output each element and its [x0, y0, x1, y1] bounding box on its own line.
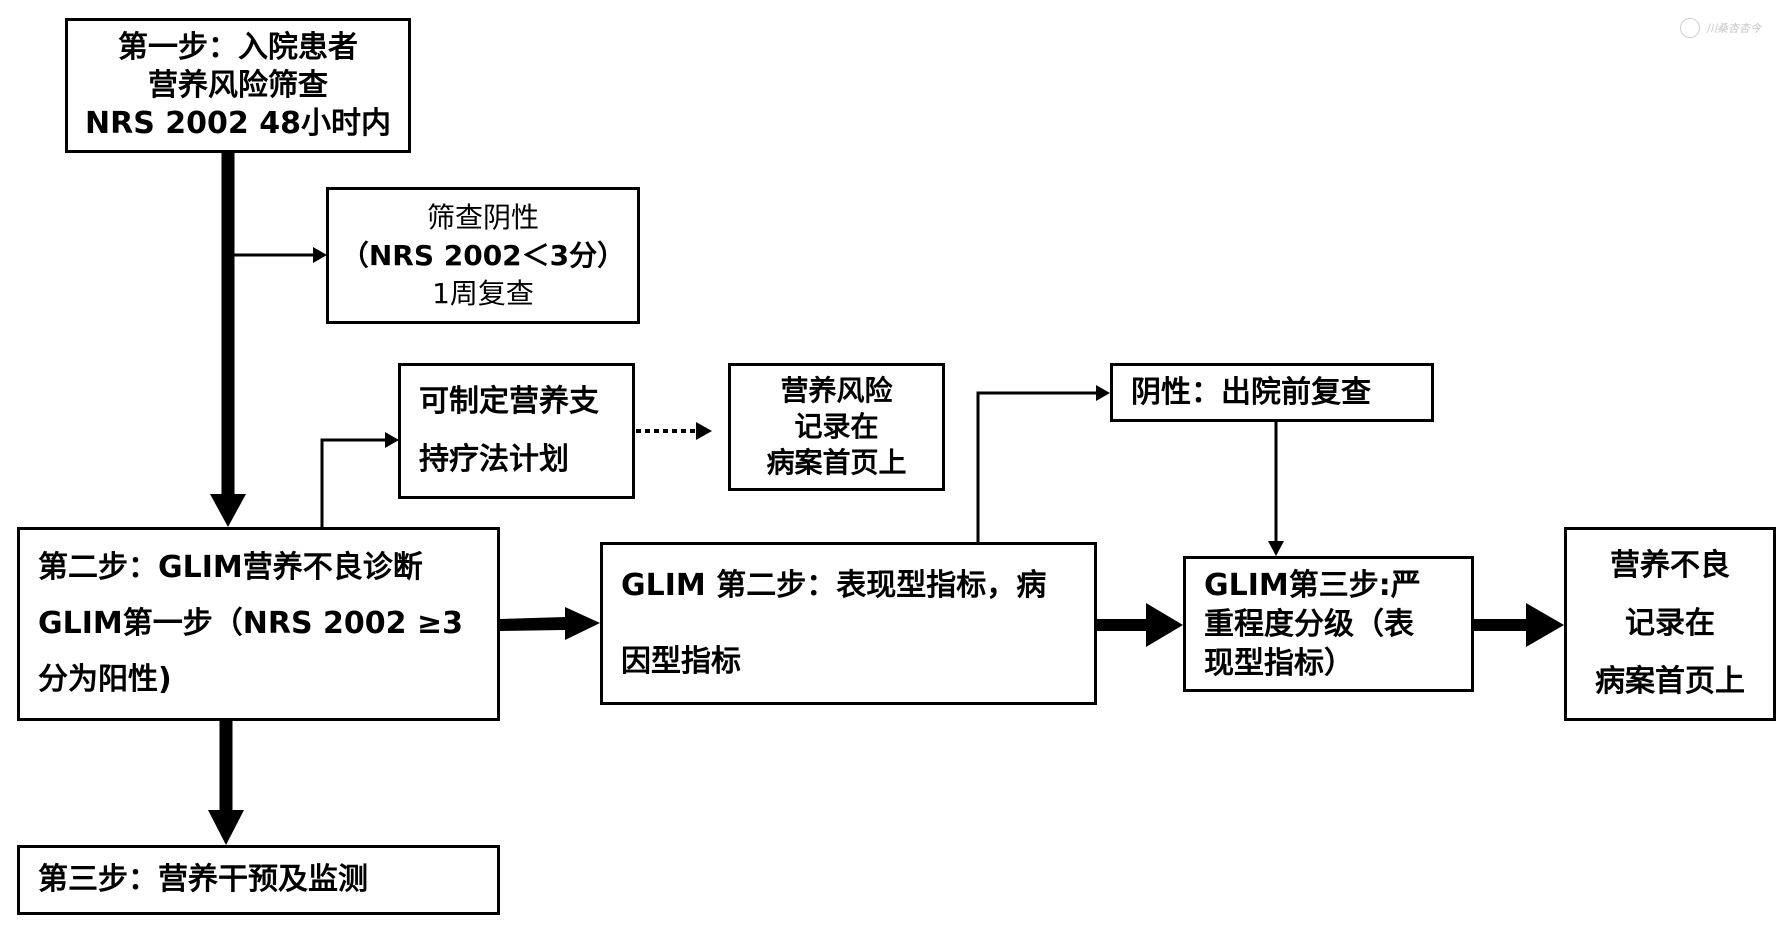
watermark: 川桑杏杏今	[1680, 18, 1761, 38]
glim-step2-line-1: GLIM 第二步：表现型指标，病	[621, 567, 1047, 603]
step3-text: 第三步：营养干预及监测	[38, 862, 368, 897]
step2-box: 第二步：GLIM营养不良诊断 GLIM第一步（NRS 2002 ≥3 分为阳性)	[17, 527, 500, 721]
screen-negative-line-2: （NRS 2002＜3分）	[340, 238, 626, 272]
arrowhead-negative	[1096, 385, 1110, 401]
glim-step3-line-2: 重程度分级（表	[1204, 606, 1414, 642]
step3-box: 第三步：营养干预及监测	[17, 845, 500, 915]
support-plan-box: 可制定营养支 持疗法计划	[398, 363, 635, 499]
risk-record-box: 营养风险 记录在 病案首页上	[728, 363, 945, 491]
support-plan-line-2: 持疗法计划	[419, 442, 569, 477]
malnutrition-record-line-1: 营养不良	[1610, 548, 1730, 583]
screen-negative-box: 筛查阴性 （NRS 2002＜3分） 1周复查	[326, 187, 640, 324]
support-plan-line-1: 可制定营养支	[419, 384, 599, 419]
arrow-glim2-to-negative	[976, 391, 1097, 542]
glim-step3-line-3: 现型指标）	[1204, 645, 1354, 681]
glim-step3-box: GLIM第三步:严 重程度分级（表 现型指标）	[1183, 556, 1474, 692]
step1-line-3: NRS 2002 48小时内	[85, 105, 391, 141]
step2-line-3: 分为阳性)	[38, 662, 172, 697]
step1-box: 第一步：入院患者 营养风险筛查 NRS 2002 48小时内	[65, 18, 411, 153]
step1-line-1: 第一步：入院患者	[118, 29, 358, 65]
glim-step2-box: GLIM 第二步：表现型指标，病 因型指标	[600, 542, 1097, 705]
arrow-step2-to-glim2	[499, 607, 600, 640]
watermark-text: 川桑杏杏今	[1706, 22, 1761, 35]
malnutrition-record-line-3: 病案首页上	[1595, 664, 1745, 699]
watermark-logo-icon	[1680, 18, 1700, 38]
screen-negative-line-3: 1周复查	[432, 276, 534, 310]
glim-step3-line-1: GLIM第三步:严	[1204, 567, 1421, 603]
step2-line-2: GLIM第一步（NRS 2002 ≥3	[38, 606, 463, 641]
arrow-step2-to-support-plan	[320, 438, 386, 527]
malnutrition-record-line-2: 记录在	[1625, 606, 1715, 641]
step2-line-1: 第二步：GLIM营养不良诊断	[38, 550, 423, 585]
risk-record-line-1: 营养风险	[780, 374, 893, 407]
risk-record-line-3: 病案首页上	[766, 446, 907, 479]
step1-line-2: 营养风险筛查	[148, 67, 328, 103]
arrowhead-step2	[210, 494, 246, 527]
negative-discharge-box: 阴性：出院前复查	[1110, 363, 1434, 422]
arrowhead-risk-record	[696, 422, 712, 440]
glim-step2-line-2: 因型指标	[621, 643, 741, 679]
negative-discharge-text: 阴性：出院前复查	[1131, 374, 1371, 410]
risk-record-line-2: 记录在	[794, 410, 879, 443]
arrow-glim3-to-record	[1473, 603, 1564, 647]
malnutrition-record-box: 营养不良 记录在 病案首页上	[1564, 527, 1776, 721]
arrowhead-support-plan	[385, 432, 399, 448]
arrow-glim2-to-glim3	[1096, 603, 1183, 647]
arrowhead-screen-negative	[313, 247, 327, 263]
screen-negative-line-1: 筛查阴性	[426, 200, 539, 234]
arrowhead-step3	[208, 810, 244, 845]
arrowhead-glim3-top	[1268, 541, 1284, 556]
